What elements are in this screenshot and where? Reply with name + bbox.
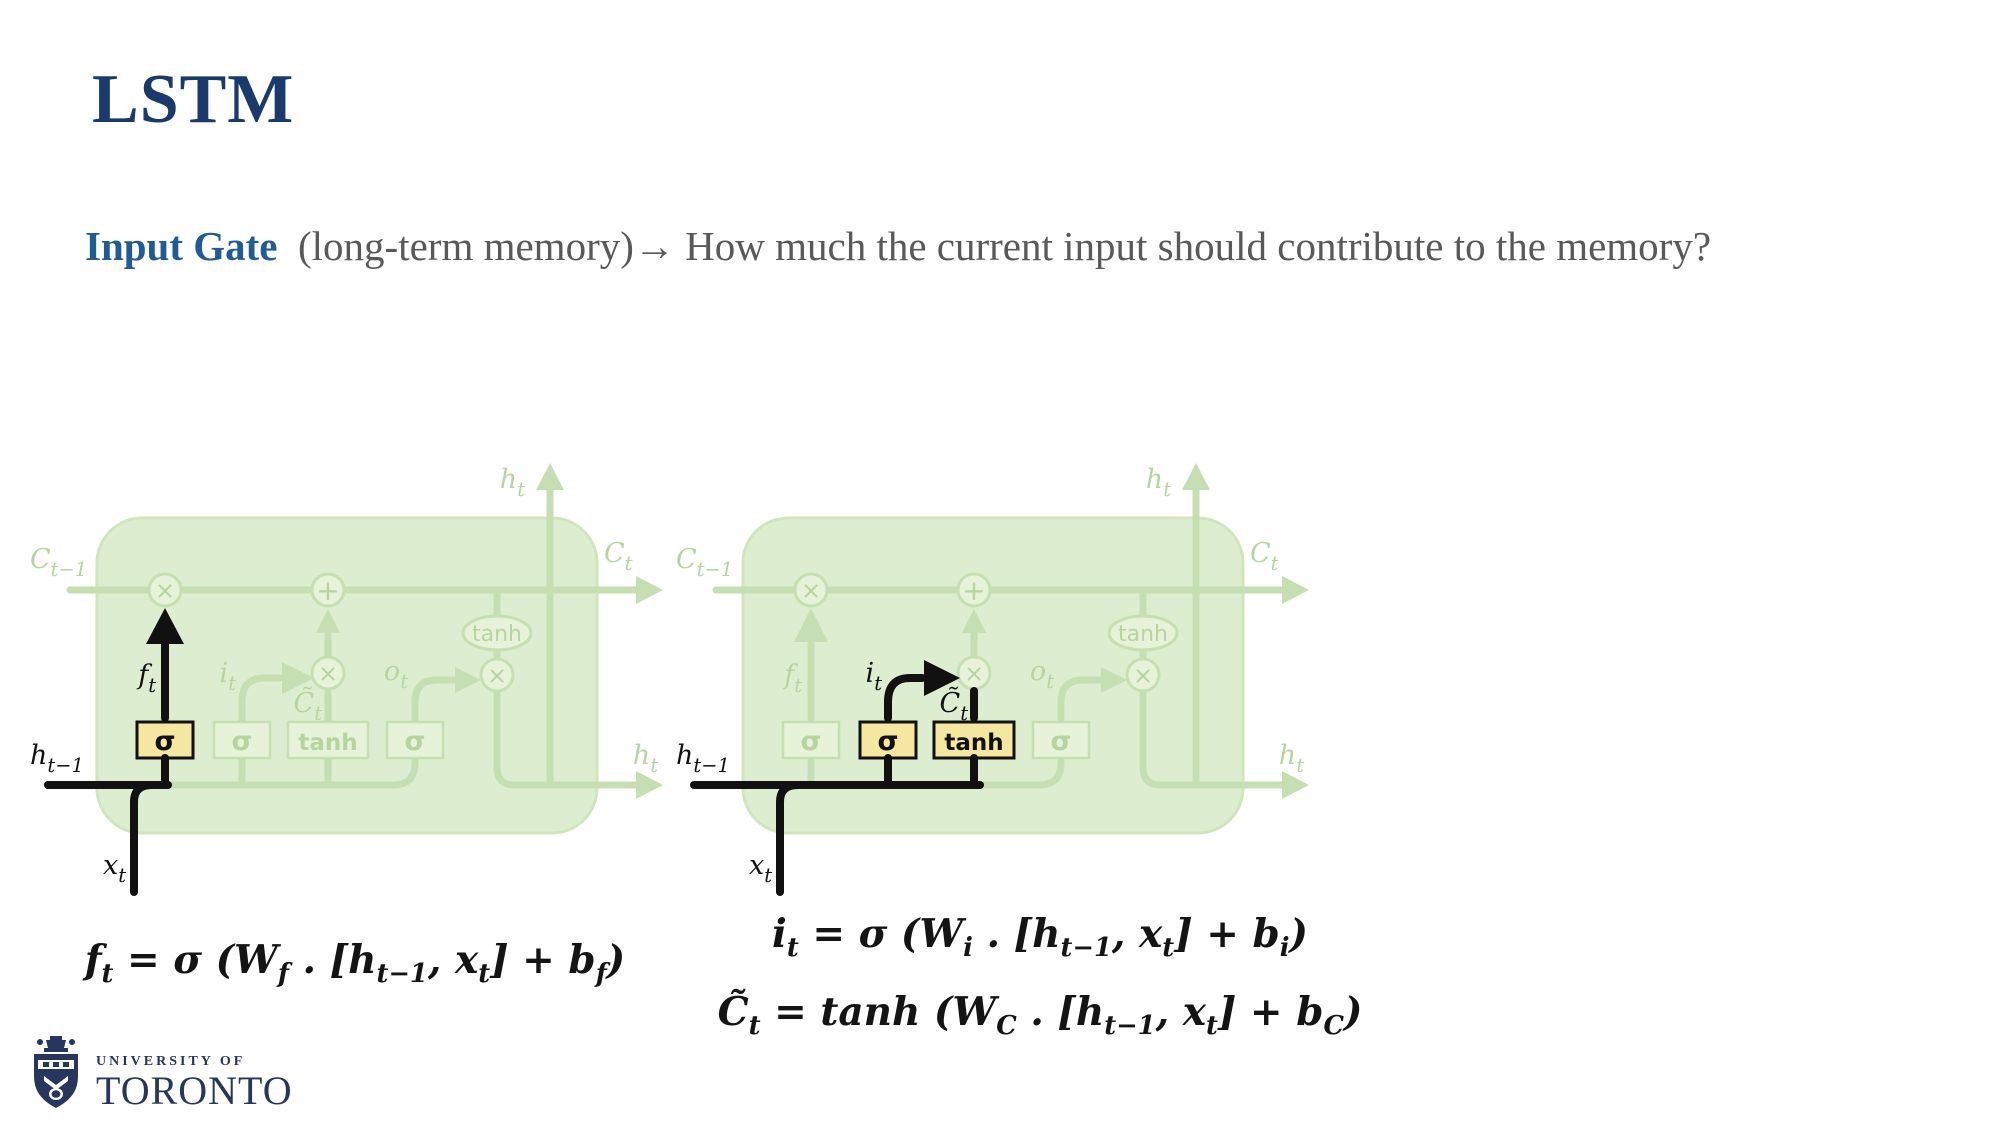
tanh-ellipse-label: tanh [472,622,522,647]
label-c-out: Ct [1250,538,1279,575]
forget-gate-formula: ft = σ (Wf . [ht−1, xt] + bf) [25,928,685,1006]
intro-text: Input Gate (long-term memory)→ How much … [85,220,1925,273]
formula-line: ft = σ (Wf . [ht−1, xt] + bf) [84,937,626,989]
label-x-in: xt [103,850,126,887]
label-h-top: ht [1146,464,1171,501]
uoft-crest-icon [34,1036,78,1108]
output-sigma-box [1031,720,1091,760]
forget-sigma-box-label: σ [154,726,175,757]
input-sigma-box-label: σ [231,726,252,757]
label-h-top: ht [500,464,525,501]
candidate-tanh-box [286,720,370,760]
label-i: it [866,658,883,695]
op-glyph: × [964,660,984,688]
tanh-ellipse [1107,614,1179,652]
op-glyph: × [318,660,338,688]
page-title: LSTM [92,61,295,138]
tanh-ellipse-label: tanh [1118,622,1168,647]
output-sigma-box-label: σ [404,726,425,757]
input-sigma-box-label: σ [877,726,898,757]
intro-rest: (long-term memory)→ How much the current… [277,223,1712,269]
candidate-tanh-box-label: tanh [298,730,357,756]
op-node [310,572,346,608]
output-sigma-box [385,720,445,760]
uoft-logo: UNIVERSITY OF TORONTO [30,1036,293,1113]
uoft-logo-line2: TORONTO [96,1068,293,1113]
op-glyph: + [962,574,985,607]
op-glyph: × [1133,662,1153,690]
highlighted-wires [690,674,984,896]
label-c-out: Ct [604,538,633,575]
intro-lead: Input Gate [85,223,278,269]
forget-sigma-box [781,720,841,760]
op-node [479,657,515,693]
candidate-tanh-box-label: tanh [944,730,1003,756]
uoft-logo-text: UNIVERSITY OF TORONTO [96,1054,293,1113]
label-h-prev: ht−1 [30,740,84,777]
label-c-tilde: C̃t [294,686,323,725]
label-h-out: ht [633,740,658,777]
label-c-prev: Ct−1 [676,544,733,581]
op-glyph: × [487,662,507,690]
op-glyph: + [316,574,339,607]
label-c-prev: Ct−1 [30,544,87,581]
formula-line: it = σ (Wi . [ht−1, xt] + bi) [772,911,1308,963]
output-sigma-box-label: σ [1050,726,1071,757]
op-node [793,572,829,608]
op-node [1125,657,1161,693]
label-h-out: ht [1279,740,1304,777]
label-c-tilde: C̃t [940,686,969,725]
tanh-ellipse [461,614,533,652]
op-node [147,572,183,608]
label-o: ot [384,656,408,693]
op-glyph: × [801,577,821,605]
op-node [956,572,992,608]
label-x-in: xt [749,850,772,887]
label-i: it [220,658,237,695]
forget-sigma-box-label: σ [800,726,821,757]
input-gate-formulas: it = σ (Wi . [ht−1, xt] + bi) C̃t = tanh … [660,902,1420,1058]
op-node [310,655,346,691]
input-sigma-box [212,720,272,760]
uoft-logo-line1: UNIVERSITY OF [96,1054,246,1069]
op-glyph: × [155,577,175,605]
formula-line: C̃t = tanh (WC . [ht−1, xt] + bC) [717,988,1363,1041]
label-o: ot [1030,656,1054,693]
highlighted-wires [44,638,172,896]
label-h-prev: ht−1 [676,740,730,777]
